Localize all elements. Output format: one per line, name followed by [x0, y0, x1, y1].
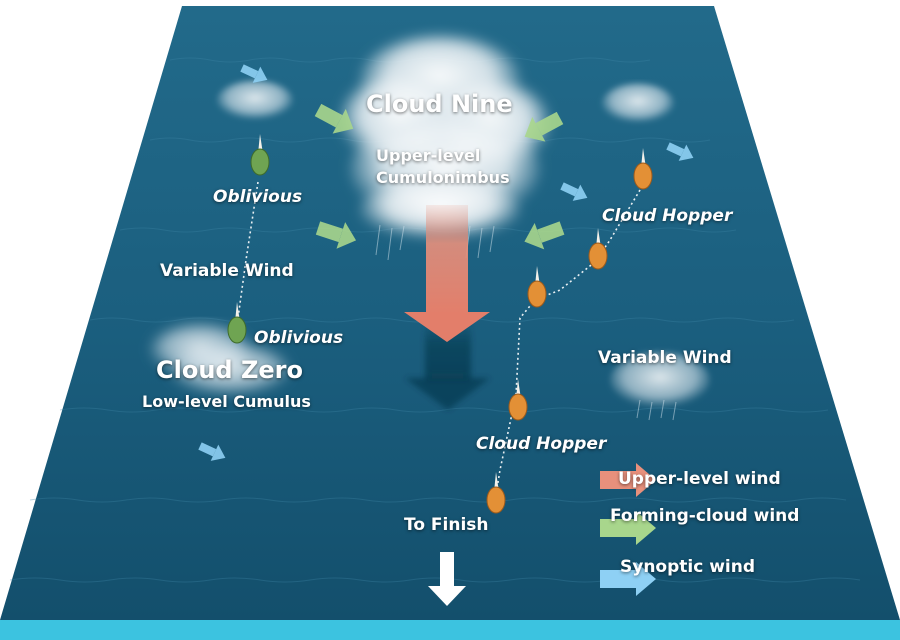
rain-streaks-right [636, 399, 677, 421]
synoptic-arrow-2 [666, 142, 694, 161]
boat-cloud-hopper-b [588, 228, 608, 270]
upper-level-wind-arrow [404, 205, 490, 342]
cloud-nine-title: Cloud Nine [366, 90, 513, 118]
cloud-nine-subtitle-line2: Cumulonimbus [376, 168, 510, 187]
boat-oblivious-1 [250, 134, 270, 176]
legend-arrow-forming [600, 511, 656, 545]
boat-cloud-hopper-a [633, 148, 653, 190]
forming-arrow-nw [314, 103, 354, 134]
small-cloud-top-right [602, 83, 674, 123]
small-cloud-top-left [217, 80, 293, 120]
cloud-zero-subtitle: Low-level Cumulus [142, 392, 311, 411]
legend-arrow-upper [600, 463, 656, 497]
legend-label-synoptic: Synoptic wind [620, 557, 756, 577]
legend-label-forming-cloud: Forming-cloud wind [610, 506, 800, 526]
synoptic-arrow-3 [560, 182, 588, 201]
boat-oblivious-2 [227, 302, 247, 344]
cloud-nine-shape [340, 35, 550, 240]
synoptic-arrow-1 [240, 64, 268, 83]
legend-arrow-synoptic [600, 562, 656, 596]
small-cloud-right [610, 352, 710, 408]
synoptic-arrow-4 [198, 442, 226, 461]
synoptic-wind-arrows [198, 64, 694, 461]
boat-cloud-hopper-d [508, 379, 528, 421]
boat-label-oblivious-1: Oblivious [213, 187, 303, 207]
oblivious-track [237, 181, 259, 319]
forming-arrow-ne [524, 111, 564, 142]
wave-texture [9, 57, 861, 583]
boat-cloud-hopper-e [486, 472, 506, 514]
forming-arrow-sw [315, 221, 357, 249]
sea-edge [0, 620, 900, 640]
boat-cloud-hopper-c [527, 266, 547, 308]
to-finish-label: To Finish [404, 515, 489, 535]
variable-wind-right: Variable Wind [598, 348, 732, 368]
boat-label-cloud-hopper-2: Cloud Hopper [476, 434, 607, 454]
boat-label-cloud-hopper-1: Cloud Hopper [602, 206, 733, 226]
cloud-nine-subtitle-line1: Upper-level [376, 146, 481, 165]
variable-wind-left: Variable Wind [160, 261, 294, 281]
cloud-zero-shape [150, 324, 290, 396]
forming-arrow-se [524, 221, 565, 250]
cloud-zero-title: Cloud Zero [156, 356, 303, 384]
rain-streaks [375, 224, 495, 261]
to-finish-arrow [428, 552, 466, 606]
forming-cloud-wind-arrows [314, 103, 565, 250]
legend-label-upper-level: Upper-level wind [618, 469, 781, 489]
boat-label-oblivious-2: Oblivious [254, 328, 344, 348]
